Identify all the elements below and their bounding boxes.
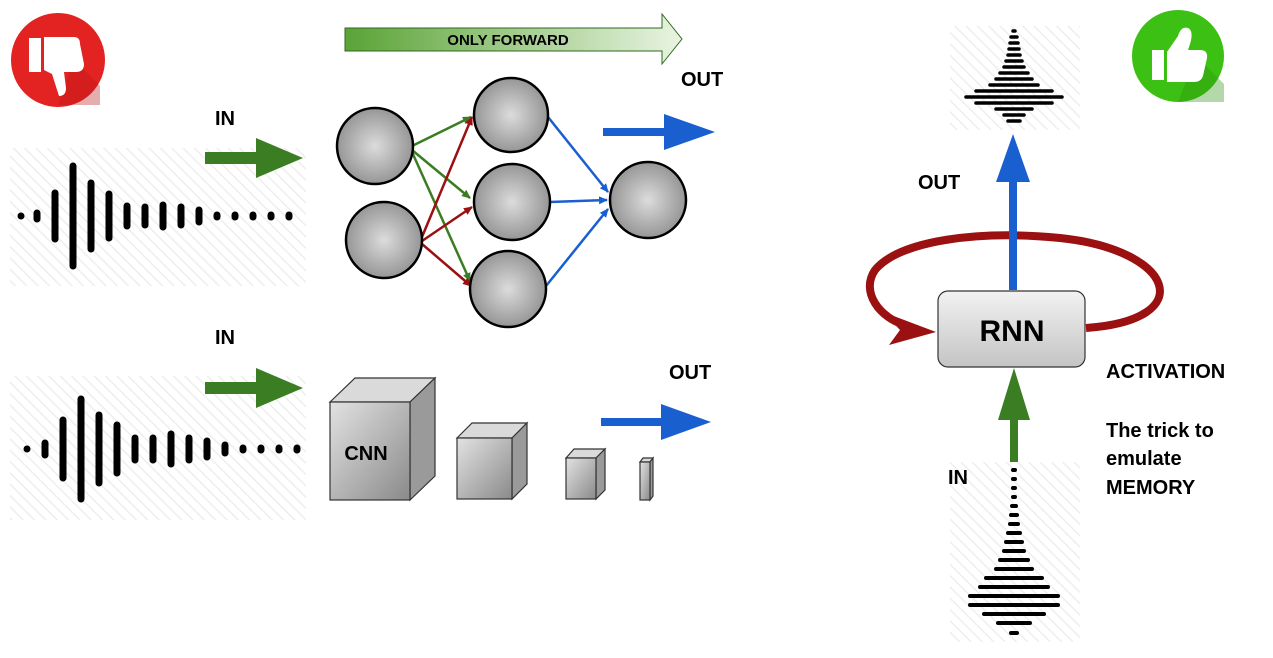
cnn-in-arrow	[205, 368, 303, 408]
memory-note-line3: MEMORY	[1106, 477, 1196, 499]
cnn-cube-large	[328, 376, 437, 502]
ff-out-arrow	[603, 114, 715, 150]
only-forward-banner: ONLY FORWARD	[344, 12, 683, 66]
hidden-node	[472, 162, 552, 242]
cnn-cube-medium	[455, 421, 529, 501]
cnn-cube-label: CNN	[344, 443, 387, 465]
output-node	[608, 160, 688, 240]
hidden-node	[472, 76, 550, 154]
activation-label: ACTIVATION	[1106, 361, 1225, 383]
rnn-output-waveform	[950, 26, 1080, 130]
rnn-input-waveform	[950, 462, 1080, 642]
hidden-node	[468, 249, 548, 329]
recurrent-loop-arrow	[865, 231, 1164, 345]
cnn-in-label: IN	[215, 327, 235, 349]
memory-note-line2: emulate	[1106, 448, 1182, 470]
cnn-cube-small	[564, 447, 607, 501]
rnn-cell-label: RNN	[980, 315, 1045, 348]
rnn-in-arrow	[998, 368, 1030, 462]
thumbs-up-icon	[1132, 10, 1224, 102]
input-node	[344, 200, 424, 280]
cnn-out-label: OUT	[669, 362, 711, 384]
memory-note-line1: The trick to	[1106, 420, 1214, 442]
ff-in-arrow	[205, 138, 303, 178]
ff-in-label: IN	[215, 108, 235, 130]
rnn-cell: RNN	[937, 290, 1086, 368]
cnn-cube-tiny	[638, 456, 655, 502]
thumbs-down-icon	[11, 13, 105, 107]
ff-connections	[410, 115, 609, 287]
ff-nodes	[335, 76, 688, 329]
rnn-in-label: IN	[948, 467, 968, 489]
rnn-out-label: OUT	[918, 172, 960, 194]
only-forward-label: ONLY FORWARD	[447, 32, 569, 49]
rnn-out-arrow	[996, 134, 1030, 290]
input-node	[335, 106, 415, 186]
ff-out-label: OUT	[681, 69, 723, 91]
cnn-out-arrow	[601, 404, 711, 440]
